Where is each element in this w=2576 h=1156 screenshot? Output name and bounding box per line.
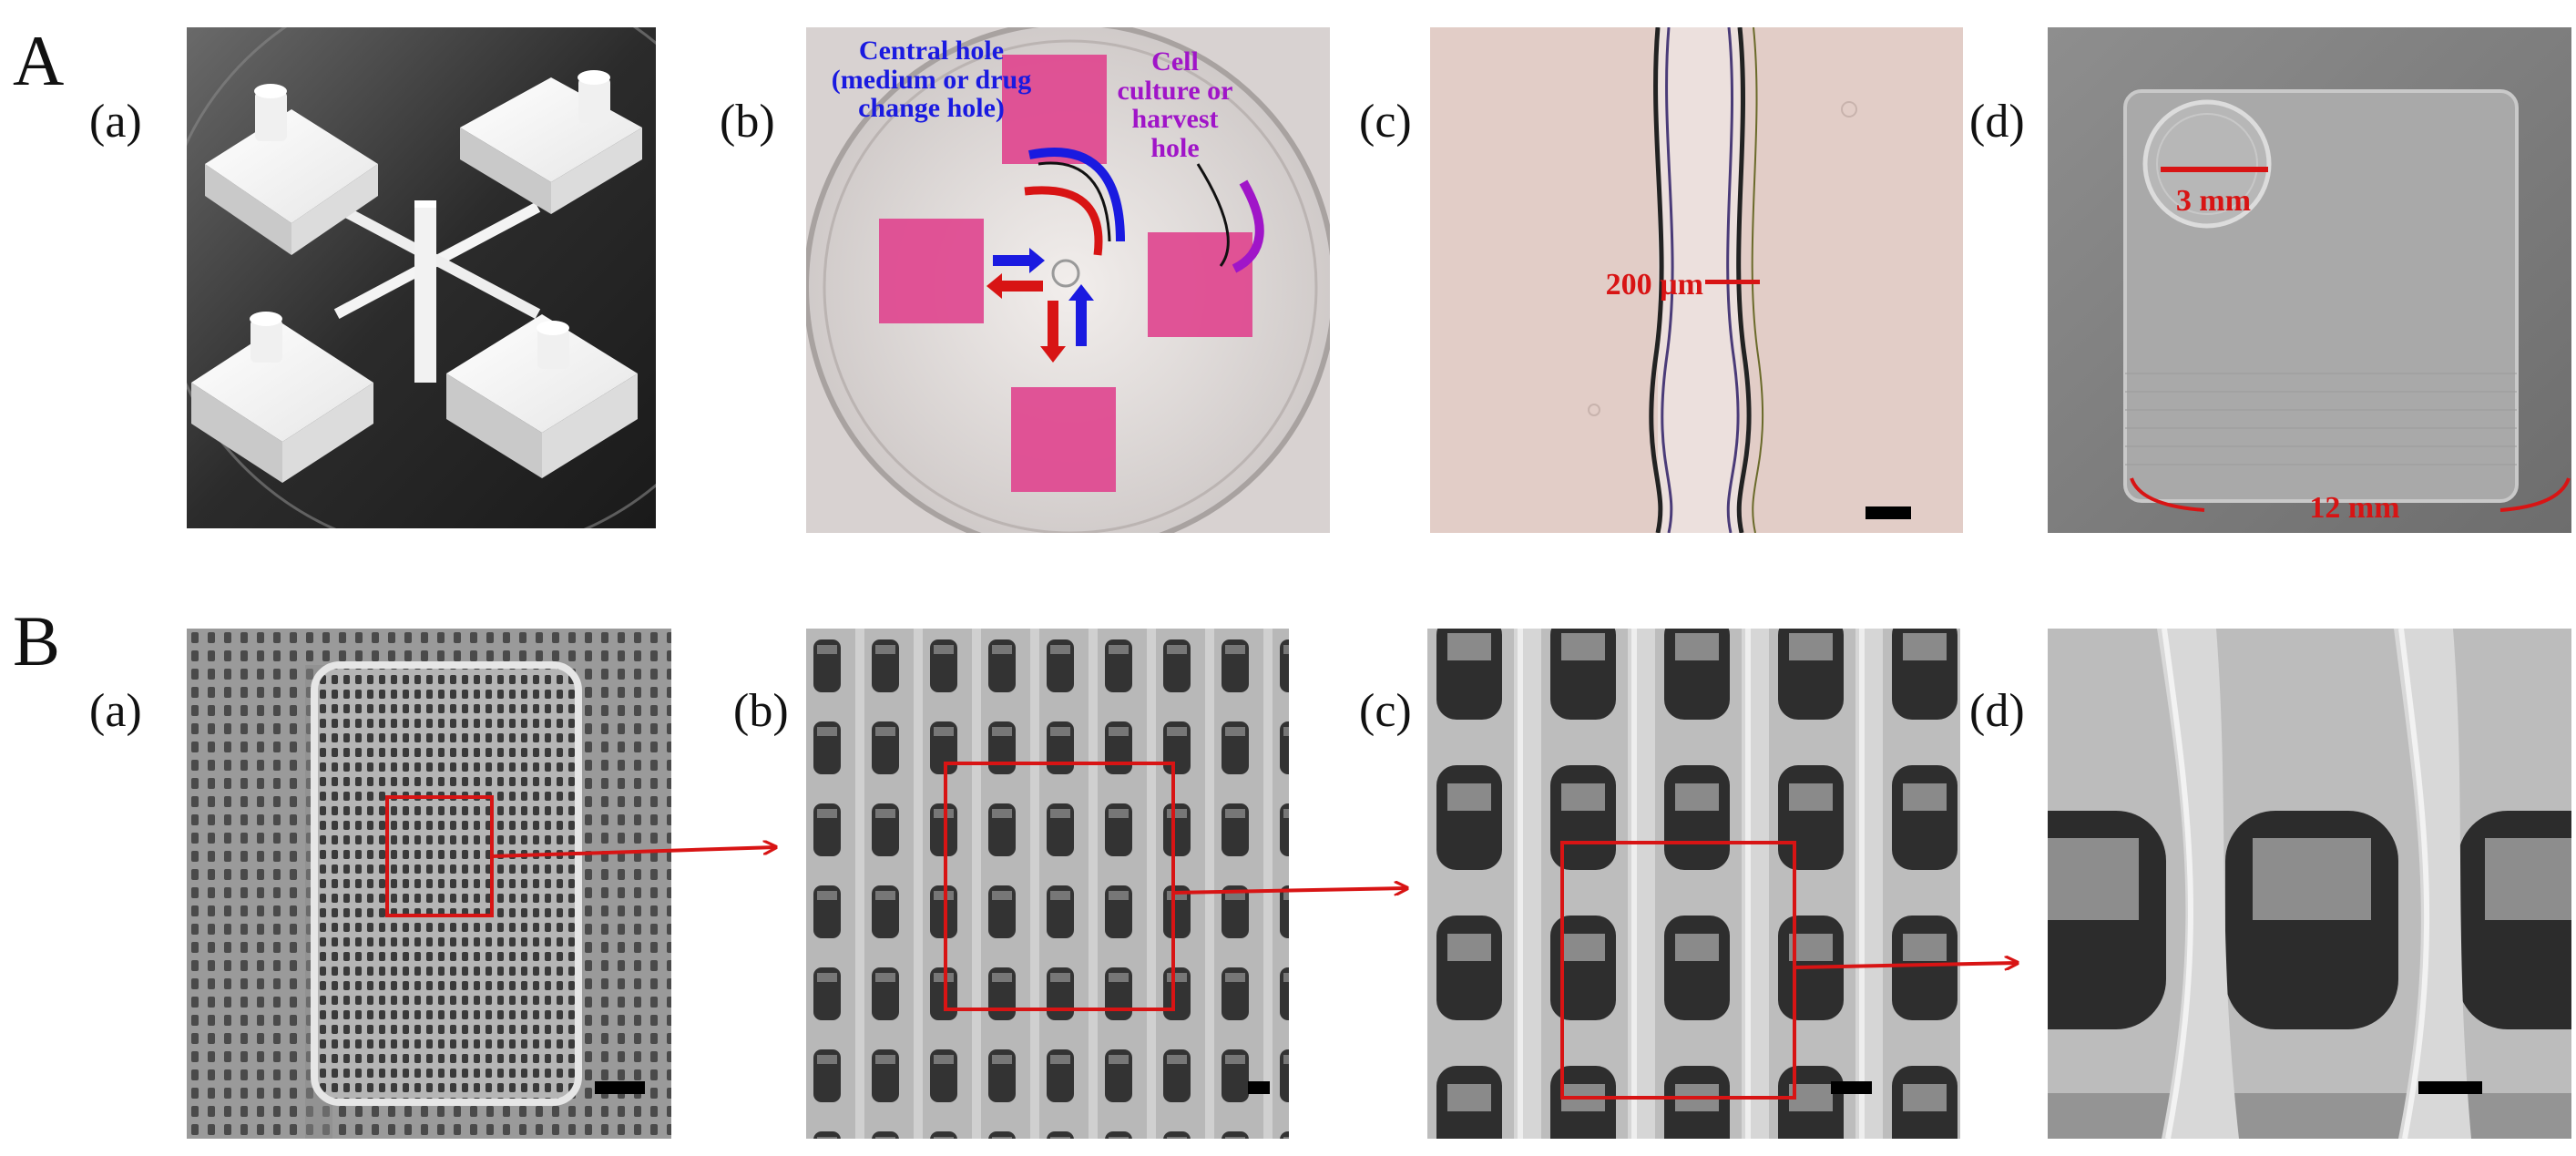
photo-microchannel — [1430, 27, 1963, 533]
row-label-a: A — [13, 21, 65, 100]
sem-scaffold-overview — [187, 629, 671, 1139]
panel-label-b-c: (c) — [1359, 685, 1412, 737]
panel-label-a-c: (c) — [1359, 96, 1412, 148]
label-cell-culture-hole: Cell culture or harvest hole — [1117, 46, 1233, 163]
hole-diameter-marker — [2161, 167, 2268, 172]
label-channel-width: 200 µm — [1605, 268, 1703, 302]
sem-scaffold-closeup — [2048, 629, 2571, 1139]
panel-label-b-a: (a) — [89, 685, 142, 737]
label-hole-diameter: 3 mm — [2175, 184, 2252, 218]
sem-scaffold-zoom — [1427, 629, 1960, 1139]
panel-label-b-d: (d) — [1969, 685, 2025, 737]
channel-width-marker — [1705, 280, 1760, 284]
panel-label-b-b: (b) — [733, 685, 789, 737]
scale-bar-a-c — [1866, 506, 1911, 519]
panel-label-a-b: (b) — [720, 96, 775, 148]
photo-pdms-chip — [2048, 27, 2571, 533]
photo-3d-printed-mold — [187, 27, 656, 528]
photo-culture-dish — [806, 27, 1330, 533]
scale-bar-b-c — [1831, 1081, 1872, 1094]
label-central-hole: Central hole (medium or drug change hole… — [831, 36, 1032, 123]
panel-label-a-d: (d) — [1969, 96, 2025, 148]
scale-bar-b-a — [595, 1081, 645, 1094]
row-label-b: B — [13, 601, 61, 680]
sem-scaffold-grid — [806, 629, 1289, 1139]
panel-label-a-a: (a) — [89, 96, 142, 148]
label-chip-width: 12 mm — [2309, 491, 2400, 525]
scale-bar-b-d — [2418, 1081, 2482, 1094]
scale-bar-b-b — [1248, 1081, 1270, 1094]
